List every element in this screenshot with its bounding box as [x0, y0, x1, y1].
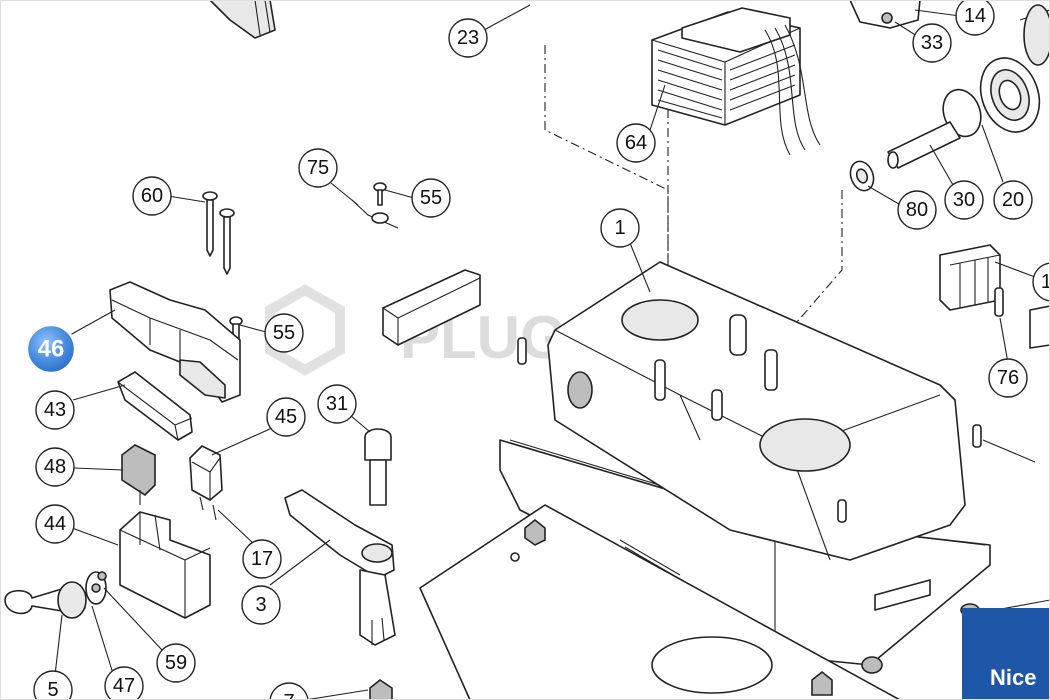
leader-lines [54, 4, 1050, 700]
part-80-washer [849, 160, 875, 192]
svg-text:20: 20 [1002, 189, 1024, 211]
callout-3[interactable]: 3 [241, 585, 281, 625]
svg-text:64: 64 [625, 132, 647, 154]
part-43-cap [117, 371, 193, 441]
callout-7[interactable]: 7 [269, 682, 309, 700]
part-44-housing [119, 511, 211, 619]
part-45-lock [189, 445, 223, 521]
part-33-bracket [849, 0, 921, 29]
part-31-bolt [364, 428, 392, 506]
svg-text:60: 60 [141, 185, 163, 207]
callout-75[interactable]: 75 [298, 148, 338, 188]
callout-59[interactable]: 59 [156, 643, 196, 683]
callout-80[interactable]: 80 [897, 190, 937, 230]
svg-text:48: 48 [44, 456, 66, 478]
svg-text:31: 31 [326, 393, 348, 415]
part-64-transformer [651, 7, 821, 156]
part-top-left-plate [209, 0, 276, 39]
part-60-screws [202, 191, 235, 275]
callout-60[interactable]: 60 [132, 176, 172, 216]
svg-text:46: 46 [38, 336, 65, 363]
callout-5[interactable]: 5 [33, 670, 73, 700]
callout-55-mid[interactable]: 55 [264, 313, 304, 353]
svg-text:59: 59 [165, 652, 187, 674]
part-48-key [121, 444, 156, 505]
part-75-spring [351, 182, 399, 229]
part-pin-right [972, 424, 982, 448]
callout-48[interactable]: 48 [35, 447, 75, 487]
svg-text:55: 55 [273, 322, 295, 344]
part-76-pin [994, 287, 1004, 317]
svg-text:18: 18 [1041, 271, 1050, 293]
svg-text:55: 55 [420, 187, 442, 209]
svg-text:1: 1 [614, 217, 625, 239]
callout-18[interactable]: 18 [1032, 262, 1050, 302]
svg-text:75: 75 [307, 157, 329, 179]
svg-text:3: 3 [255, 594, 266, 616]
svg-text:30: 30 [953, 189, 975, 211]
callout-17[interactable]: 17 [242, 539, 282, 579]
svg-text:17: 17 [251, 548, 273, 570]
callout-33[interactable]: 33 [912, 23, 952, 63]
callout-47[interactable]: 47 [104, 666, 144, 700]
callout-64[interactable]: 64 [616, 123, 656, 163]
svg-text:43: 43 [44, 399, 66, 421]
part-pin-left [517, 337, 527, 365]
callout-31[interactable]: 31 [317, 384, 357, 424]
svg-text:76: 76 [997, 367, 1019, 389]
callout-44[interactable]: 44 [35, 504, 75, 544]
svg-text:47: 47 [113, 675, 135, 697]
callout-20[interactable]: 20 [993, 180, 1033, 220]
part-46-housing [109, 281, 241, 403]
callout-1[interactable]: 1 [600, 208, 640, 248]
svg-text:33: 33 [921, 32, 943, 54]
part-30-shaft [887, 88, 982, 169]
callout-76[interactable]: 76 [988, 358, 1028, 398]
callout-30[interactable]: 30 [944, 180, 984, 220]
part-3-handle [284, 489, 396, 646]
callout-23[interactable]: 23 [448, 18, 488, 58]
svg-text:45: 45 [275, 406, 297, 428]
svg-text:5: 5 [47, 679, 58, 700]
nice-logo-text: Nice [990, 665, 1036, 690]
callout-55-top[interactable]: 55 [411, 178, 451, 218]
nice-logo: Nice [962, 608, 1050, 700]
part-cover [382, 269, 481, 346]
callout-14[interactable]: 14 [955, 0, 995, 36]
svg-text:14: 14 [964, 5, 986, 27]
callout-46-highlight[interactable]: 46 [25, 323, 77, 375]
callout-45[interactable]: 45 [266, 397, 306, 437]
svg-text:7: 7 [283, 691, 294, 700]
part-5-key [4, 571, 107, 619]
svg-text:23: 23 [457, 27, 479, 49]
callout-43[interactable]: 43 [35, 390, 75, 430]
svg-text:44: 44 [44, 513, 66, 535]
svg-text:80: 80 [906, 199, 928, 221]
part-1-housing [499, 261, 991, 674]
part-20-bearing [979, 4, 1050, 133]
